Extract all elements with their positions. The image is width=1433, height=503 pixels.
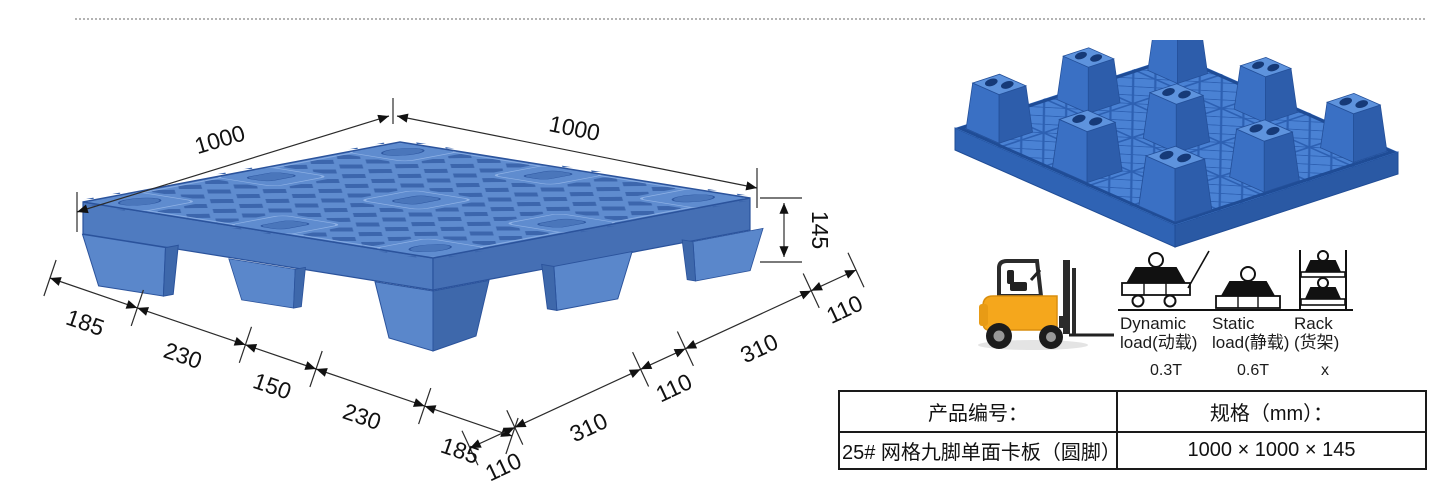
dynamic-load-icon: [1148, 252, 1164, 268]
dynamic-load-line2: load(动载): [1120, 333, 1198, 352]
dim-310-b: 310: [736, 328, 782, 368]
static-load-caption: Static load(静载) 0.6T: [1212, 314, 1294, 380]
dim-110-a: 110: [481, 447, 525, 486]
forklift-icon: [978, 259, 1114, 350]
dim-1000-right: 1000: [547, 110, 602, 146]
dim-110-c: 110: [822, 290, 866, 329]
dynamic-load-caption: Dynamic load(动载) 0.3T: [1120, 314, 1212, 380]
rack-icon: [1299, 250, 1347, 310]
dynamic-load-value: 0.3T: [1149, 362, 1182, 379]
pallet-photo: [954, 40, 1399, 248]
rack-line1: Rack: [1294, 314, 1333, 333]
product-code-cell: 25# 网格九脚单面卡板（圆脚）: [838, 431, 1118, 470]
dimension-lines: [43, 98, 865, 466]
top-divider: [75, 18, 1425, 20]
static-load-line2: load(静载): [1212, 333, 1290, 352]
dim-1000-left: 1000: [192, 120, 248, 159]
static-load-value: 0.6T: [1236, 362, 1269, 379]
rack-line2: (货架): [1294, 333, 1340, 352]
product-size-cell: 1000 × 1000 × 145: [1116, 431, 1427, 470]
dim-110-b: 110: [652, 368, 696, 407]
pallet-technical-drawing: 1000 1000 145 185 230 150 230 185 110 31…: [43, 98, 867, 486]
dim-185-a: 185: [63, 304, 108, 341]
spec-col2-header: 规格（mm）：: [1116, 390, 1427, 433]
spec-col1-header: 产品编号：: [838, 390, 1118, 433]
dim-150: 150: [250, 367, 295, 404]
dim-230-a: 230: [161, 337, 206, 374]
pallet-foot: [374, 279, 490, 352]
dim-145: 145: [807, 211, 833, 249]
rack-caption: Rack (货架) x: [1294, 314, 1356, 380]
pallet-feet: [82, 227, 764, 352]
static-load-line1: Static: [1212, 314, 1255, 333]
spec-table: 产品编号： 规格（mm）： 25# 网格九脚单面卡板（圆脚） 1000 × 10…: [838, 390, 1427, 470]
dim-185-b: 185: [438, 432, 483, 469]
dynamic-load-line1: Dynamic: [1120, 314, 1187, 333]
dim-310-a: 310: [566, 407, 612, 447]
dim-230-b: 230: [340, 398, 385, 435]
static-load-icon: [1240, 266, 1256, 282]
load-rating-pictograms: [1118, 250, 1353, 311]
rack-value: x: [1321, 362, 1329, 379]
